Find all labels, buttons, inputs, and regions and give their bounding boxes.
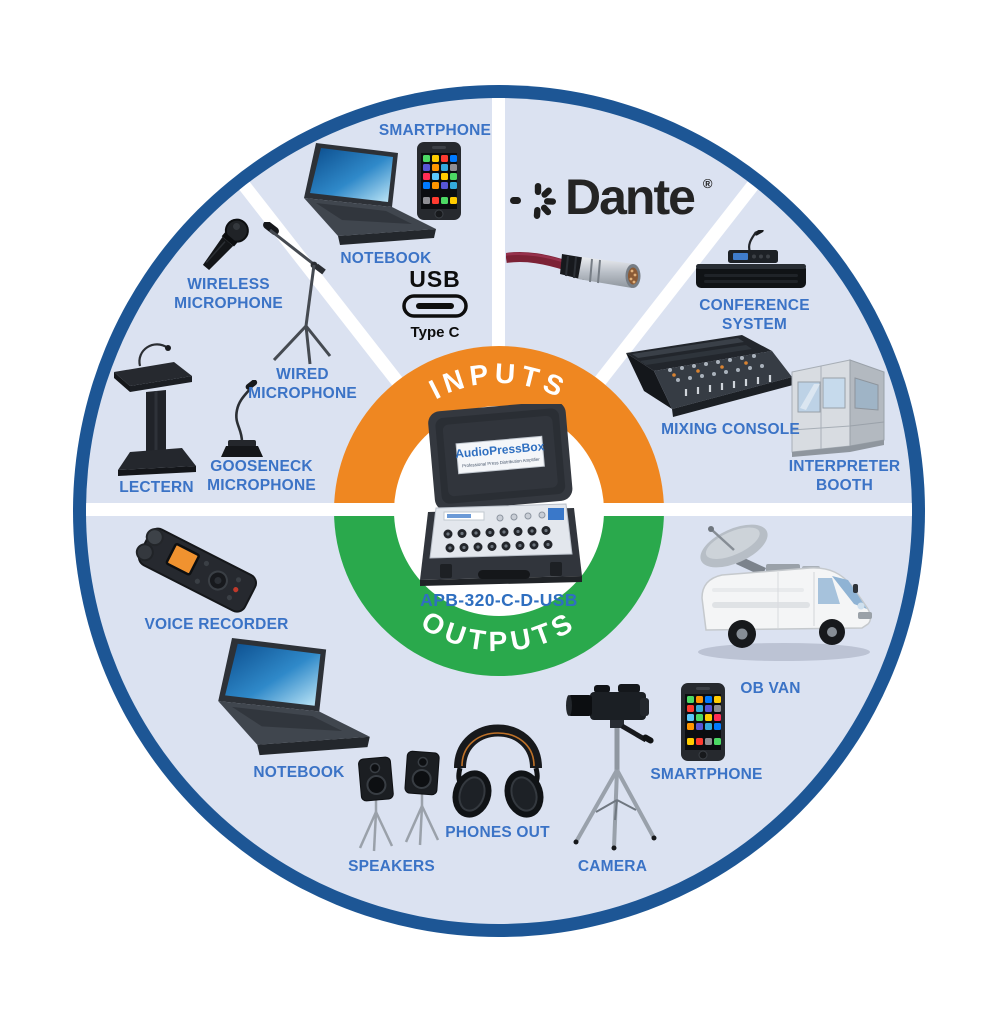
usb-type-label: Type C [410, 324, 460, 341]
product-model-label: APB-320-C-D-USB [420, 590, 578, 610]
center-hub: INPUTS OUTPUTS AudioPressBox Professiona… [334, 346, 664, 676]
label-notebook-bottom: NOTEBOOK [253, 764, 345, 781]
lectern-icon [114, 343, 196, 476]
label-smartphone-top: SMARTPHONE [378, 122, 492, 139]
dante-logo: Dante ® [510, 172, 713, 222]
dante-registered-mark: ® [702, 176, 713, 191]
dante-logo-icon [510, 183, 556, 219]
label-wireless-microphone: WIRELESS MICROPHONE [174, 276, 283, 312]
label-conference-system: CONFERENCE SYSTEM [699, 297, 810, 333]
usb-type-c-icon: USB Type C [390, 268, 480, 340]
dante-cable-icon [506, 252, 641, 288]
mixing-console-icon [626, 335, 793, 417]
case-tagline-label: Professional Press Distribution Amplifie… [462, 457, 541, 469]
usb-c-connector-icon [402, 294, 468, 318]
label-lectern: LECTERN [119, 479, 194, 496]
label-mixing-console: MIXING CONSOLE [661, 421, 800, 438]
label-ob-van: OB VAN [740, 680, 801, 697]
label-smartphone-bottom: SMARTPHONE [650, 766, 763, 783]
notebook-icon [218, 638, 370, 756]
label-voice-recorder: VOICE RECORDER [144, 616, 289, 633]
video-camera-icon [566, 684, 657, 851]
smartphone-icon [681, 683, 725, 761]
conference-system-icon [696, 230, 806, 288]
wireless-microphone-icon [202, 218, 249, 271]
label-gooseneck-microphone: GOOSENECK MICROPHONE [207, 458, 316, 494]
label-speakers: SPEAKERS [348, 858, 435, 875]
speakers-icon [358, 750, 440, 852]
hub-arc-text: INPUTS OUTPUTS [416, 358, 581, 658]
headphones-icon [452, 724, 544, 818]
ob-van-icon [698, 524, 872, 661]
dante-wordmark: Dante [565, 169, 696, 225]
label-interpreter-booth: INTERPRETER BOOTH [788, 458, 901, 494]
smartphone-icon [417, 142, 461, 220]
gooseneck-microphone-icon [221, 380, 263, 457]
label-wired-microphone: WIRED MICROPHONE [248, 366, 357, 402]
label-camera: CAMERA [577, 858, 648, 875]
label-notebook-top: NOTEBOOK [340, 250, 432, 267]
voice-recorder-icon [135, 527, 257, 613]
interpreter-booth-icon [791, 359, 885, 457]
outputs-arc-label: OUTPUTS [416, 605, 581, 657]
usb-label: USB [409, 266, 461, 292]
microphone-stand-icon [263, 222, 332, 365]
audiopressbox-case-image: AudioPressBox Professional Press Distrib… [420, 404, 582, 586]
inputs-arc-label: INPUTS [424, 358, 573, 406]
notebook-icon [304, 143, 436, 245]
label-phones-out: PHONES OUT [445, 824, 550, 841]
